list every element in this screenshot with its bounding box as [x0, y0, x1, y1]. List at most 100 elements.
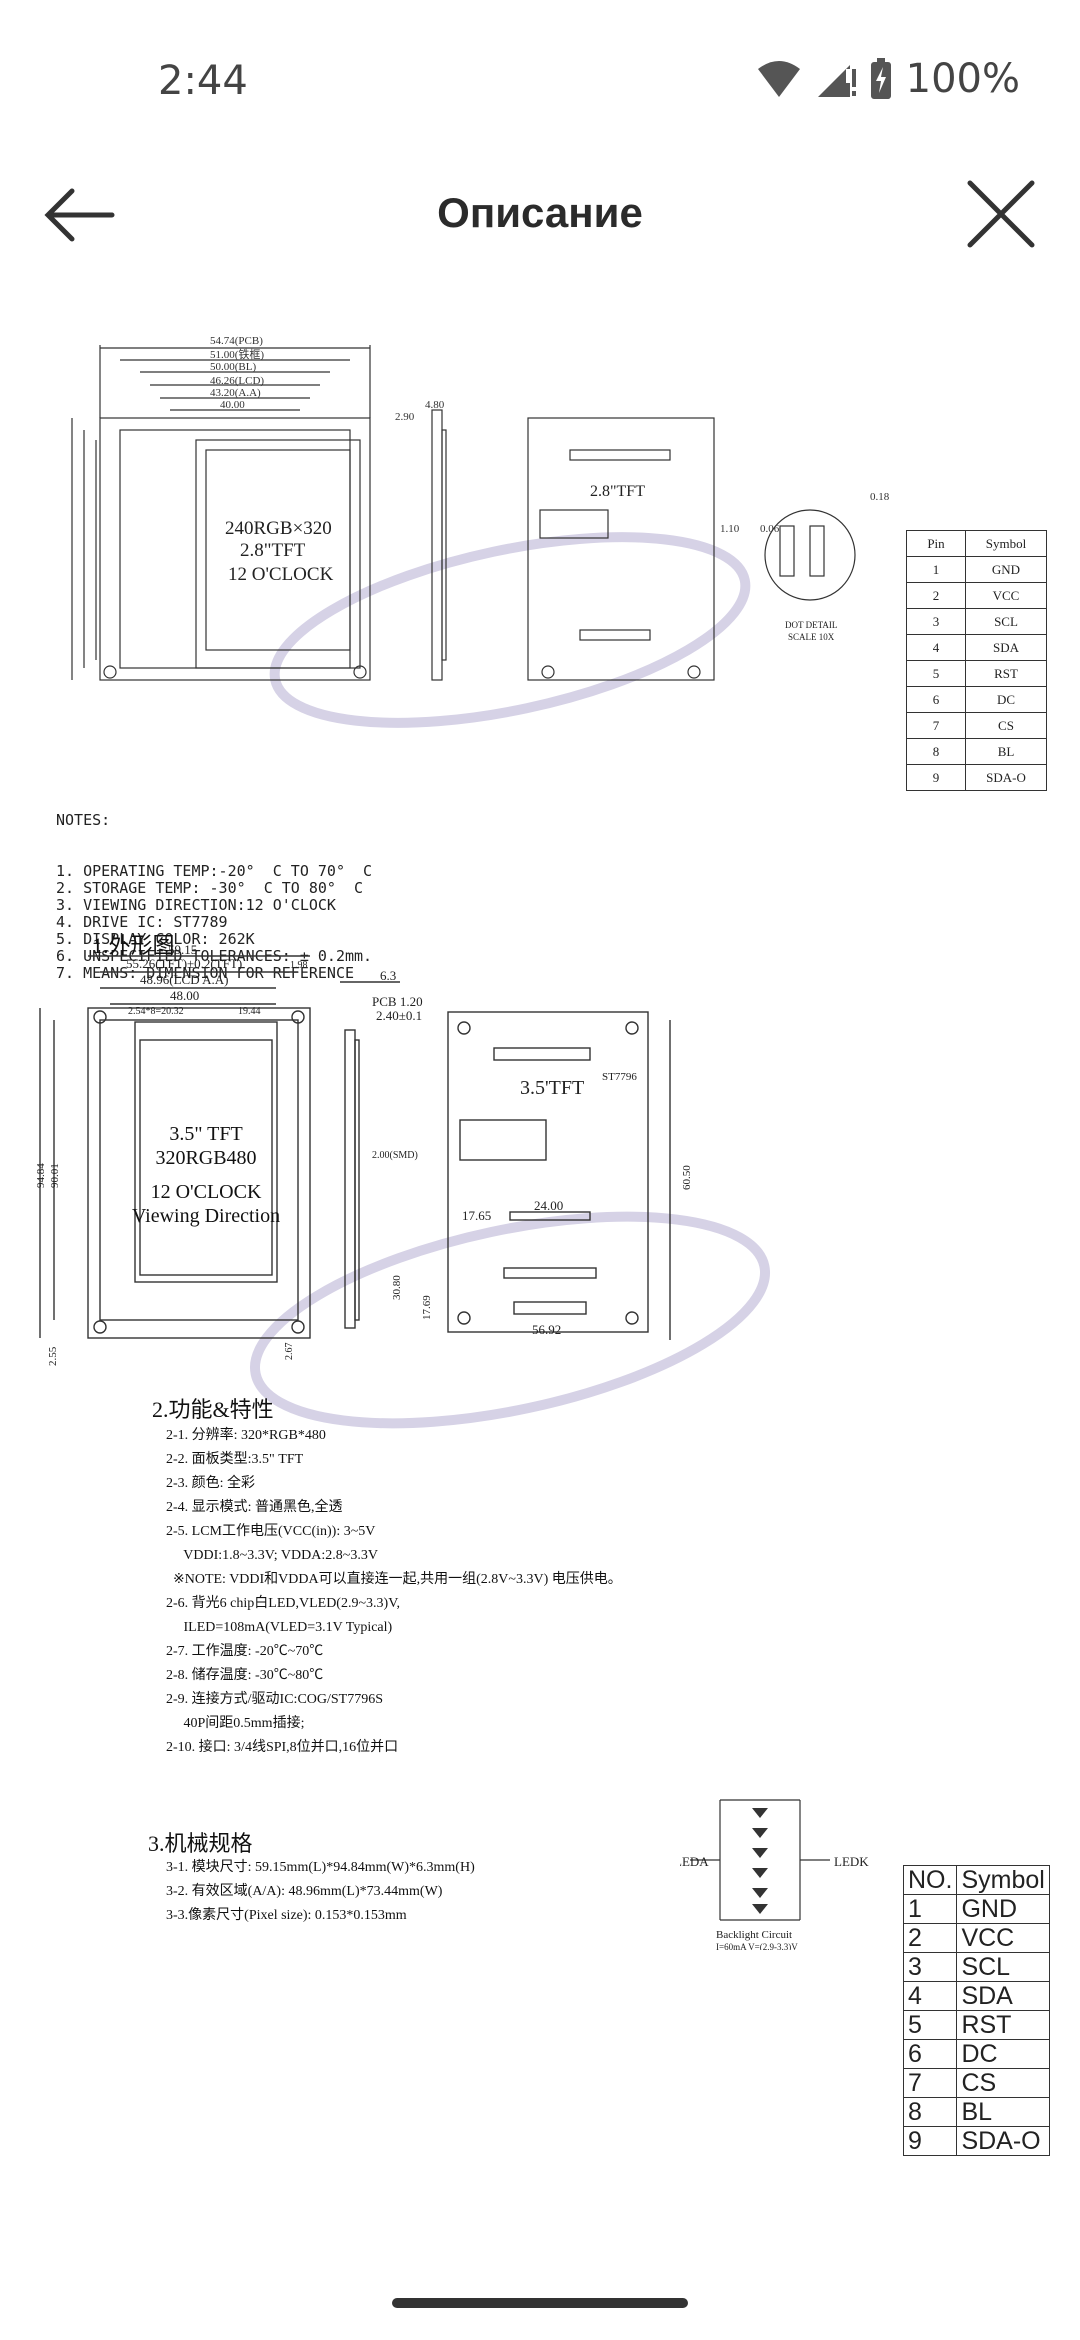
dim-9484: 94.84	[35, 1163, 47, 1188]
dim-48: 48.00	[170, 988, 199, 1003]
status-icons: 100%	[756, 56, 1020, 102]
pin-large-cell: 2	[902, 1923, 958, 1953]
feature-line: 2-3. 颜色: 全彩	[166, 1476, 256, 1491]
page-title: Описание	[437, 189, 643, 236]
drawing1-label-size: 2.8"TFT	[240, 540, 306, 561]
dim-240: 2.40±0.1	[376, 1008, 422, 1023]
technical-drawing-35: 59.15 55.26(TFT)±0.2(TFT) 48.96(LCD A.A)…	[35, 942, 771, 1429]
pin-large-cell: 5	[902, 2010, 958, 2040]
status-time: 2:44	[158, 58, 248, 104]
note-item: 3. VIEWING DIRECTION:12 O'CLOCK	[56, 896, 336, 914]
pin-small-cell: 5	[906, 660, 966, 687]
dim-width: 59.15	[168, 942, 197, 957]
feature-line: 40P间距0.5mm插接;	[166, 1716, 305, 1731]
pin-large-cell: 7	[902, 2068, 958, 2098]
note-item: 7. MEANS: DIMENSION FOR REFERENCE	[56, 964, 355, 982]
pin-large-cell: RST	[956, 2010, 1050, 2040]
svg-text:0.06: 0.06	[760, 523, 780, 535]
pin-small-cell: 3	[906, 608, 966, 635]
pin-small-cell: SCL	[965, 608, 1047, 635]
pin-small-cell: 6	[906, 686, 966, 713]
pin-small-cell: BL	[965, 738, 1047, 765]
pin-small-cell: CS	[965, 712, 1047, 739]
pin-small-cell: 4	[906, 634, 966, 661]
svg-text:4.80: 4.80	[425, 399, 445, 411]
dot-detail-label: DOT DETAIL	[785, 620, 837, 630]
backlight-circuit: LEDA LEDK Backlight Circuit I=60mA V=(2.…	[680, 1799, 869, 1950]
screen-label-size: 3.5" TFT	[169, 1123, 242, 1145]
feature-line: 2-4. 显示模式: 普通黑色,全透	[166, 1500, 343, 1515]
dim-pcb: PCB 1.20	[372, 994, 423, 1009]
svg-text:1.10: 1.10	[720, 523, 740, 535]
svg-text:50.00(BL): 50.00(BL)	[210, 361, 256, 373]
close-icon[interactable]	[964, 177, 1038, 251]
dim-267: 2.67	[284, 1343, 295, 1361]
feature-line: 2-6. 背光6 chip白LED,VLED(2.9~3.3)V,	[166, 1596, 401, 1611]
pin-large-cell: SDA-O	[956, 2126, 1050, 2156]
feature-line: 2-5. LCM工作电压(VCC(in)): 3~5V	[166, 1524, 376, 1539]
pin-small-cell: SDA	[965, 634, 1047, 661]
screen-label-res: 320RGB480	[155, 1147, 256, 1169]
pin-large-header: NO.	[902, 1865, 958, 1895]
mechanical-line: 3-1. 模块尺寸: 59.15mm(L)*94.84mm(W)*6.3mm(H…	[166, 1860, 475, 1875]
note-item: 4. DRIVE IC: ST7789	[56, 913, 228, 931]
pin-small-cell: SDA-O	[965, 764, 1047, 791]
feature-line: 2-10. 接口: 3/4线SPI,8位并口,16位并口	[166, 1740, 399, 1755]
status-bar: 2:44 100%	[0, 0, 1080, 165]
pin-large-cell: 4	[902, 1981, 958, 2011]
feature-line: 2-7. 工作温度: -20℃~70℃	[166, 1644, 324, 1659]
svg-text:46.26(LCD): 46.26(LCD)	[210, 375, 264, 387]
feature-line: 2-1. 分辨率: 320*RGB*480	[166, 1428, 326, 1443]
section-title-outline: 1.外形图	[92, 933, 175, 958]
back-arrow-icon[interactable]	[40, 185, 116, 245]
dim-3080: 30.80	[391, 1275, 403, 1300]
pin-small-cell: 1	[906, 556, 966, 583]
description-image: 54.74(PCB) 51.00(铁框) 50.00(BL) 46.26(LCD…	[0, 300, 1080, 2200]
pin-large-cell: VCC	[956, 1923, 1050, 1953]
screen-label-clock: 12 O'CLOCK	[151, 1181, 262, 1203]
ic-label: ST7796	[602, 1071, 637, 1083]
svg-text:43.20(A.A): 43.20(A.A)	[210, 387, 261, 399]
mechanical-line: 3-2. 有效区域(A/A): 48.96mm(L)*73.44mm(W)	[166, 1884, 443, 1899]
home-indicator[interactable]	[392, 2298, 688, 2308]
pin-large-cell: 8	[902, 2097, 958, 2127]
features-list: 2-1. 分辨率: 320*RGB*480 2-2. 面板类型:3.5" TFT 2…	[166, 1424, 622, 1760]
section-title-features: 2.功能&特性	[152, 1397, 274, 1422]
wifi-icon	[757, 61, 800, 97]
dim-255: 2.55	[47, 1346, 59, 1366]
svg-text:40.00: 40.00	[220, 399, 245, 411]
dim-2400: 24.00	[534, 1198, 563, 1213]
screen-label-direction: Viewing Direction	[132, 1205, 280, 1227]
signal-icon	[817, 65, 856, 97]
pin-large-header: Symbol	[956, 1865, 1050, 1895]
drawing1-board-label: 2.8"TFT	[590, 483, 645, 500]
pin-large-cell: GND	[956, 1894, 1050, 1924]
battery-percent: 100%	[905, 56, 1020, 102]
dim-1944: 19.44	[238, 1006, 261, 1017]
note-item: 2. STORAGE TEMP: -30° C TO 80° C	[56, 879, 364, 897]
pin-small-cell: DC	[965, 686, 1047, 713]
dot-detail-scale: SCALE 10X	[788, 632, 835, 642]
svg-text:51.00(铁框): 51.00(铁框)	[210, 348, 264, 361]
pin-small-cell: GND	[965, 556, 1047, 583]
backlight-spec: I=60mA V=(2.9-3.3)V	[716, 1942, 798, 1950]
svg-text:0.18: 0.18	[870, 491, 890, 503]
note-item: 5. DISPLAY COLOR: 262K	[56, 930, 255, 948]
feature-line: 2-2. 面板类型:3.5" TFT	[166, 1452, 304, 1467]
battery-icon	[870, 58, 891, 99]
pin-large-cell: SDA	[956, 1981, 1050, 2011]
mechanical-line: 3-3.像素尺寸(Pixel size): 0.153*0.153mm	[166, 1908, 407, 1923]
pin-large-cell: 1	[902, 1894, 958, 1924]
